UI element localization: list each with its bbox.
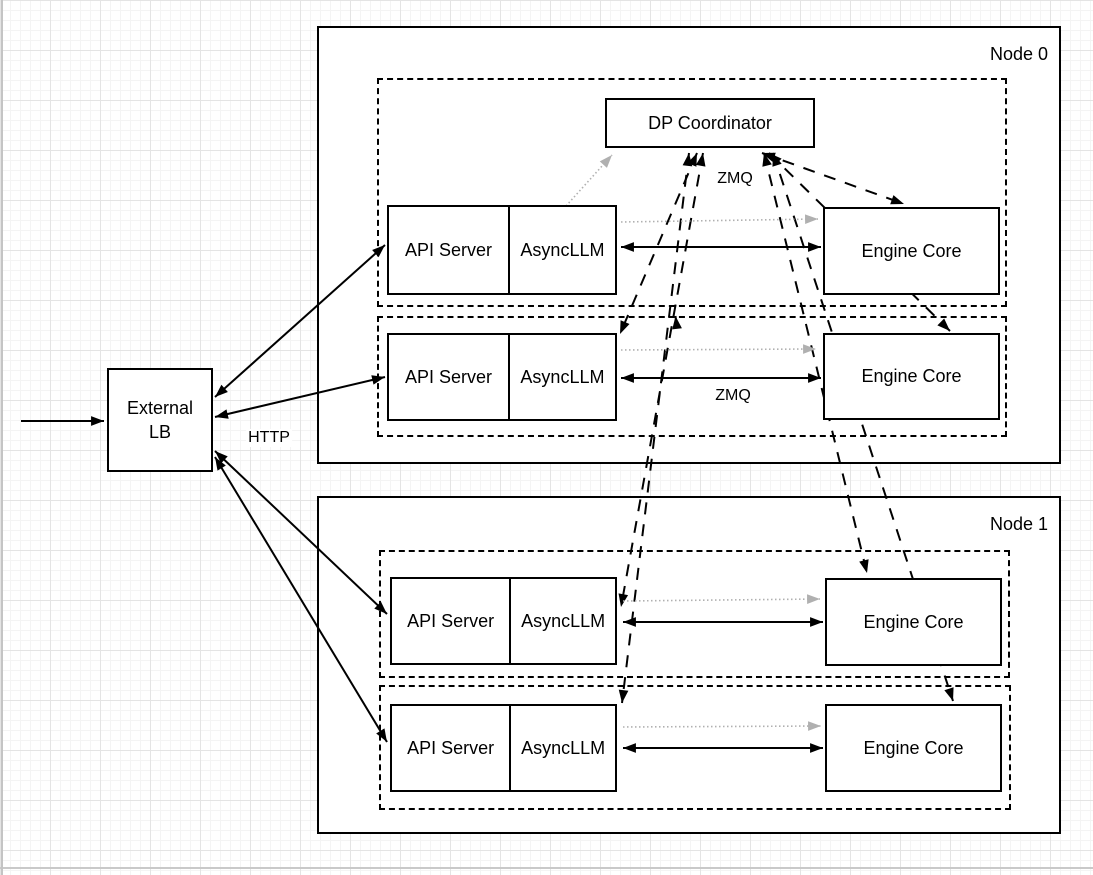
page-boundary-bottom [0, 867, 1093, 869]
api-server-label: API Server [404, 366, 492, 387]
engine-core-label: Engine Core [861, 366, 962, 387]
edge-label-zmq-engine: ZMQ [713, 387, 753, 405]
asyncllm-label: AsyncLLM [521, 737, 606, 758]
api-llm-pair-n1r2: API Server AsyncLLM [390, 704, 617, 792]
api-server-cell: API Server [392, 579, 512, 663]
node0-label: Node 0 [989, 44, 1048, 64]
external-lb-label-line2: LB [148, 422, 171, 442]
api-llm-pair-n0r2: API Server AsyncLLM [387, 333, 617, 421]
asyncllm-label: AsyncLLM [520, 239, 605, 260]
api-server-label: API Server [407, 737, 495, 758]
asyncllm-cell: AsyncLLM [510, 335, 615, 419]
page-boundary-left [1, 0, 3, 875]
edge-label-http: HTTP [246, 429, 292, 447]
engine-group-n1r2 [379, 685, 1011, 810]
engine-core-box-n0r2: Engine Core [823, 333, 1000, 420]
node1-label: Node 1 [989, 514, 1048, 534]
engine-core-box-n0r1: Engine Core [823, 207, 1000, 295]
dp-coordinator-box: DP Coordinator [605, 98, 815, 148]
api-llm-pair-n1r1: API Server AsyncLLM [390, 577, 617, 665]
engine-core-label: Engine Core [863, 737, 964, 758]
asyncllm-cell: AsyncLLM [510, 207, 615, 293]
engine-core-label: Engine Core [861, 240, 962, 261]
engine-core-label: Engine Core [863, 611, 964, 632]
asyncllm-cell: AsyncLLM [511, 579, 615, 663]
engine-core-box-n1r1: Engine Core [825, 578, 1002, 666]
api-server-label: API Server [407, 610, 495, 631]
asyncllm-label: AsyncLLM [520, 366, 605, 387]
external-lb-label-line1: External [126, 397, 194, 418]
api-server-cell: API Server [389, 207, 510, 293]
dp-coordinator-label: DP Coordinator [648, 112, 772, 133]
api-server-label: API Server [404, 239, 492, 260]
external-lb-box: External LB [107, 368, 213, 472]
asyncllm-label: AsyncLLM [521, 610, 606, 631]
api-llm-pair-n0r1: API Server AsyncLLM [387, 205, 617, 295]
edge-label-zmq-coordinator: ZMQ [715, 170, 755, 188]
asyncllm-cell: AsyncLLM [511, 706, 615, 790]
engine-core-box-n1r2: Engine Core [825, 704, 1002, 792]
api-server-cell: API Server [389, 335, 510, 419]
api-server-cell: API Server [392, 706, 512, 790]
